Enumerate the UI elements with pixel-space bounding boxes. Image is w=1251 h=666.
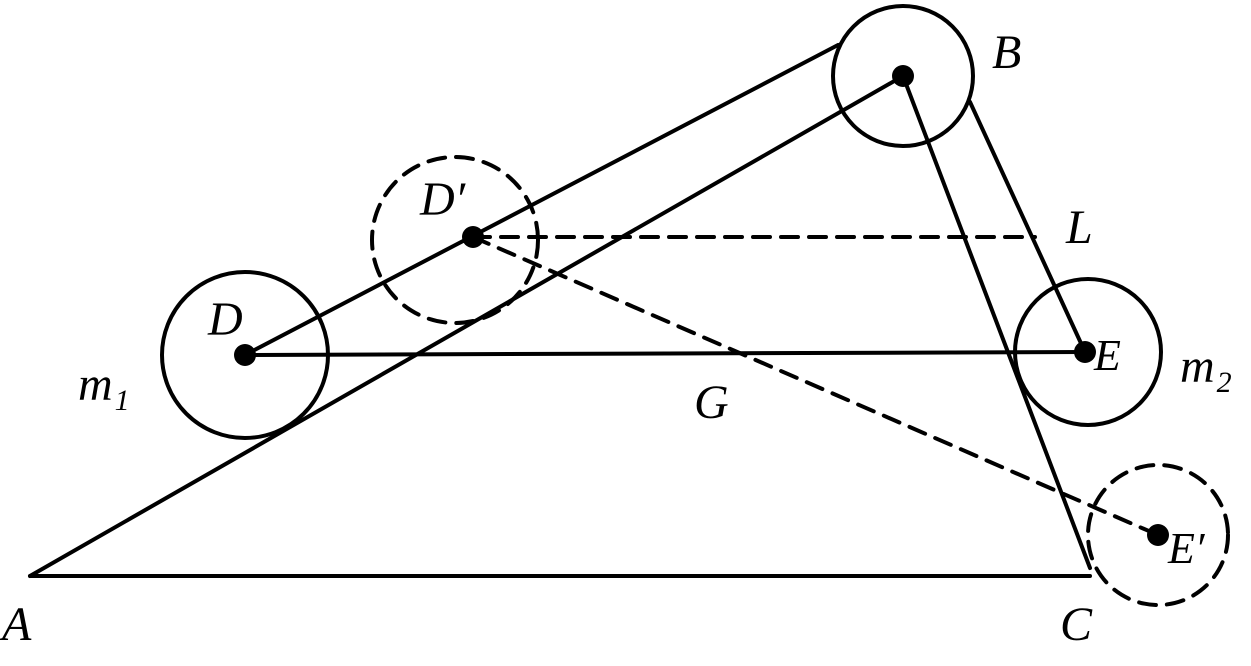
- label-m1-base: m: [78, 358, 113, 411]
- label-e: E: [1093, 331, 1121, 380]
- edge-b-c: [901, 74, 1092, 570]
- dashed-line-d-prime-e-prime: [471, 235, 1160, 537]
- mass-m2-circle: [1013, 277, 1163, 427]
- label-m2: m2: [1180, 340, 1232, 399]
- label-b: B: [992, 26, 1021, 79]
- label-m1-subscript: 1: [115, 384, 130, 417]
- label-l: L: [1065, 201, 1093, 254]
- label-c: C: [1060, 598, 1093, 651]
- point-d: [234, 344, 256, 366]
- mass-d-prime-circle: [370, 155, 540, 325]
- label-a: A: [0, 598, 32, 651]
- label-m2-subscript: 2: [1217, 366, 1232, 399]
- label-d: D: [207, 293, 243, 346]
- label-e-prime: E′: [1167, 524, 1206, 573]
- point-d-prime: [462, 226, 484, 248]
- point-b: [892, 65, 914, 87]
- label-g: G: [694, 376, 729, 429]
- point-e: [1074, 341, 1096, 363]
- mass-m1-circle: [160, 270, 330, 440]
- rod-d-b: [243, 43, 840, 357]
- rod-d-e: [243, 350, 1087, 357]
- label-d-prime: D′: [419, 173, 467, 226]
- label-m1: m1: [78, 358, 130, 417]
- pulley-b: [831, 4, 975, 148]
- point-e-prime: [1147, 524, 1169, 546]
- label-m2-base: m: [1180, 340, 1215, 393]
- mass-e-prime-circle: [1086, 463, 1230, 607]
- edge-a-b: [28, 74, 905, 578]
- rod-b-e: [968, 100, 1087, 354]
